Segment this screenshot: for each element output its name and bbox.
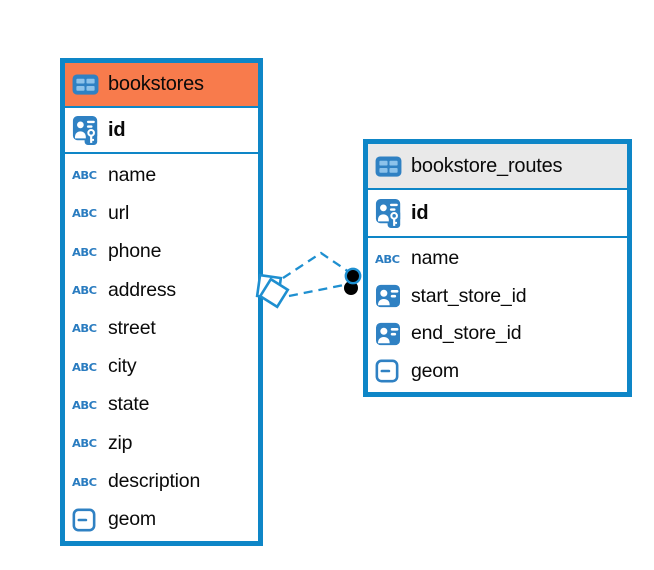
column-name: id: [108, 118, 126, 141]
column-name: state: [108, 393, 150, 416]
text-type-icon: ABC: [72, 398, 97, 412]
column-row-description[interactable]: ABC description: [65, 462, 258, 500]
column-list: ABC name ABC url ABC phone ABC address A…: [65, 154, 258, 541]
column-row-start-store-id[interactable]: start_store_id: [368, 278, 627, 316]
table-header-bookstore-routes[interactable]: bookstore_routes: [368, 144, 627, 190]
column-name: description: [108, 470, 201, 493]
reference-column-icon: [375, 284, 403, 308]
relationship-line-upper: [282, 251, 350, 279]
column-row-name[interactable]: ABC name: [368, 240, 627, 278]
column-row-zip[interactable]: ABC zip: [65, 424, 258, 462]
text-type-icon: ABC: [72, 206, 97, 221]
column-row-phone[interactable]: ABC phone: [65, 233, 258, 271]
column-list: ABC name start_store_id end_store_id ge: [368, 238, 627, 392]
table-node-bookstore-routes[interactable]: bookstore_routes id ABC name start_store…: [363, 139, 632, 397]
text-type-icon: ABC: [375, 252, 400, 266]
table-title: bookstores: [108, 73, 204, 95]
text-type-icon: ABC: [72, 436, 97, 450]
column-row-name[interactable]: ABC name: [65, 156, 258, 194]
relationship-target-dot-marker: [344, 267, 362, 295]
table-title: bookstore_routes: [411, 154, 563, 177]
primary-key-icon: [72, 115, 100, 146]
column-name: phone: [108, 240, 162, 263]
table-node-bookstores[interactable]: bookstores id ABC name ABC url ABC phone…: [60, 58, 263, 546]
column-name: end_store_id: [411, 322, 522, 345]
column-row-address[interactable]: ABC address: [65, 271, 258, 309]
text-type-icon: ABC: [72, 474, 97, 489]
table-header-bookstores[interactable]: bookstores: [65, 63, 258, 108]
column-row-street[interactable]: ABC street: [65, 309, 258, 347]
column-row-id[interactable]: id: [368, 190, 627, 238]
column-name: geom: [411, 359, 459, 382]
column-name: start_store_id: [411, 284, 527, 307]
column-name: geom: [108, 508, 156, 531]
column-row-state[interactable]: ABC state: [65, 386, 258, 424]
column-name: street: [108, 316, 156, 339]
column-name: name: [411, 247, 459, 270]
text-type-icon: ABC: [72, 168, 97, 182]
primary-key-icon: [375, 198, 403, 229]
table-icon: [375, 155, 403, 178]
column-name: address: [108, 278, 176, 301]
text-type-icon: ABC: [72, 283, 97, 297]
column-row-city[interactable]: ABC city: [65, 347, 258, 385]
column-name: city: [108, 355, 137, 378]
text-type-icon: ABC: [72, 245, 97, 259]
column-name: url: [108, 201, 130, 224]
column-row-url[interactable]: ABC url: [65, 194, 258, 232]
geometry-type-icon: [375, 359, 403, 383]
column-name: zip: [108, 431, 133, 454]
table-icon: [72, 73, 100, 96]
reference-column-icon: [375, 322, 403, 346]
column-name: id: [411, 201, 429, 224]
relationship-line-lower: [288, 283, 345, 298]
column-row-geom[interactable]: geom: [65, 501, 258, 539]
geometry-type-icon: [72, 508, 100, 532]
text-type-icon: ABC: [72, 321, 97, 335]
column-name: name: [108, 163, 156, 186]
column-row-id[interactable]: id: [65, 108, 258, 154]
text-type-icon: ABC: [72, 359, 97, 374]
column-row-end-store-id[interactable]: end_store_id: [368, 315, 627, 353]
column-row-geom[interactable]: geom: [368, 353, 627, 391]
